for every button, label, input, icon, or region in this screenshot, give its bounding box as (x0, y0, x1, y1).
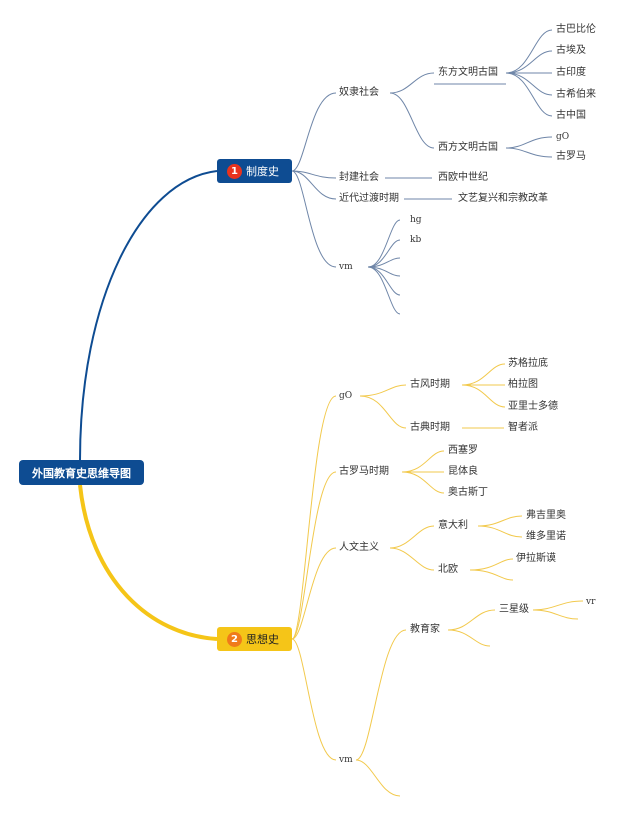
node-italy[interactable]: 意大利 (438, 520, 468, 531)
connector-north-1 (469, 558, 514, 571)
connector-north-2 (469, 569, 514, 581)
node-west-item[interactable]: gO (556, 132, 570, 142)
number-badge-1: 1 (227, 163, 242, 179)
connector-institution-transition (291, 170, 337, 200)
branch-thought-history[interactable]: 2 思想史 (217, 627, 292, 651)
node-archaic-period[interactable]: 古风时期 (410, 379, 450, 390)
node-classical-period[interactable]: 古典时期 (410, 422, 450, 433)
node-slavery-society[interactable]: 奴隶社会 (339, 87, 379, 98)
node-feudal-society[interactable]: 封建社会 (339, 172, 379, 183)
node-roman-thinker[interactable]: 西塞罗 (448, 445, 478, 456)
node-east-item[interactable]: 古中国 (556, 110, 586, 121)
branch-institution-history[interactable]: 1 制度史 (217, 159, 292, 183)
connector-italy-2 (477, 525, 523, 538)
connector-thought-rome (291, 471, 337, 640)
connector-ancient-3 (461, 384, 506, 408)
connector-east-4 (505, 72, 553, 96)
connector-vm-2 (367, 239, 401, 268)
connector-vm-lower (355, 759, 401, 797)
node-east-item[interactable]: 古巴比伦 (556, 24, 596, 35)
node-roman-thinker[interactable]: 昆体良 (448, 466, 478, 477)
connector-root-to-thought (78, 484, 218, 641)
number-badge-2: 2 (227, 631, 242, 647)
connector-institution-slavery (291, 92, 337, 172)
connector-slavery-west (389, 92, 435, 149)
connector-west-2 (505, 147, 553, 158)
node-western-civilizations[interactable]: 西方文明古国 (438, 142, 498, 153)
node-east-item[interactable]: 古印度 (556, 67, 586, 78)
connector-rome-1 (401, 450, 445, 473)
connector-slavery-east (389, 72, 435, 94)
connector-educator-samsung (447, 609, 496, 631)
connector-vm-1 (367, 219, 401, 268)
connector-root-to-institution (79, 170, 218, 461)
node-italian-humanist[interactable]: 弗吉里奥 (526, 510, 566, 521)
node-vr[interactable]: vr (586, 597, 596, 607)
node-northern-europe[interactable]: 北欧 (438, 564, 458, 575)
connector-vm-6 (367, 266, 401, 315)
connector-thought-humanism (291, 547, 337, 640)
node-modern-transition[interactable]: 近代过渡时期 (339, 193, 399, 204)
node-vm-item[interactable]: kb (410, 235, 422, 245)
branch-thought-label: 思想史 (246, 633, 279, 646)
node-go[interactable]: gO (339, 391, 353, 401)
node-east-item[interactable]: 古希伯来 (556, 89, 596, 100)
node-vm-thought[interactable]: vm (339, 755, 353, 765)
branch-institution-label: 制度史 (246, 165, 279, 178)
node-vm[interactable]: vm (339, 262, 353, 272)
connector-institution-vm (291, 170, 337, 268)
node-sophists[interactable]: 智者派 (508, 422, 538, 433)
connector-thought-vm (291, 638, 337, 761)
connector-humanism-north (389, 547, 435, 571)
connector-east-2 (505, 50, 553, 74)
connector-west-1 (505, 136, 553, 149)
node-erasmus[interactable]: 伊拉斯谟 (516, 553, 556, 564)
connector-east-1 (505, 29, 553, 74)
node-western-europe-medieval[interactable]: 西欧中世纪 (438, 172, 488, 183)
connector-ancient-1 (461, 363, 506, 386)
connector-go-ancient (359, 384, 407, 397)
node-italian-humanist[interactable]: 维多里诺 (526, 531, 566, 542)
connector-samsung-vr (532, 600, 584, 611)
node-eastern-civilizations[interactable]: 东方文明古国 (438, 67, 498, 78)
connector-italy-1 (477, 515, 523, 527)
node-humanism[interactable]: 人文主义 (339, 542, 379, 553)
connector-go-classical (359, 395, 407, 429)
root-node[interactable]: 外国教育史思维导图 (19, 460, 144, 485)
node-vm-item[interactable]: hg (410, 215, 422, 225)
connector-vm-5 (367, 266, 401, 296)
connector-thought-go (291, 395, 337, 640)
connector-humanism-italy (389, 525, 435, 549)
connector-rome-3 (401, 471, 445, 494)
node-east-item[interactable]: 古埃及 (556, 45, 586, 56)
node-philosopher[interactable]: 柏拉图 (508, 379, 538, 390)
node-west-item[interactable]: 古罗马 (556, 151, 586, 162)
node-roman-thinker[interactable]: 奥古斯丁 (448, 487, 488, 498)
node-renaissance-reformation[interactable]: 文艺复兴和宗教改革 (458, 193, 548, 204)
node-philosopher[interactable]: 亚里士多德 (508, 401, 558, 412)
connector-educator-lower (447, 629, 491, 647)
node-educator[interactable]: 教育家 (410, 624, 440, 635)
node-roman-period[interactable]: 古罗马时期 (339, 466, 389, 477)
node-philosopher[interactable]: 苏格拉底 (508, 358, 548, 369)
connector-samsung-lower (532, 609, 579, 620)
connector-vm-educator (355, 629, 407, 761)
connector-east-5 (505, 72, 553, 117)
node-three-star[interactable]: 三星级 (499, 604, 529, 615)
